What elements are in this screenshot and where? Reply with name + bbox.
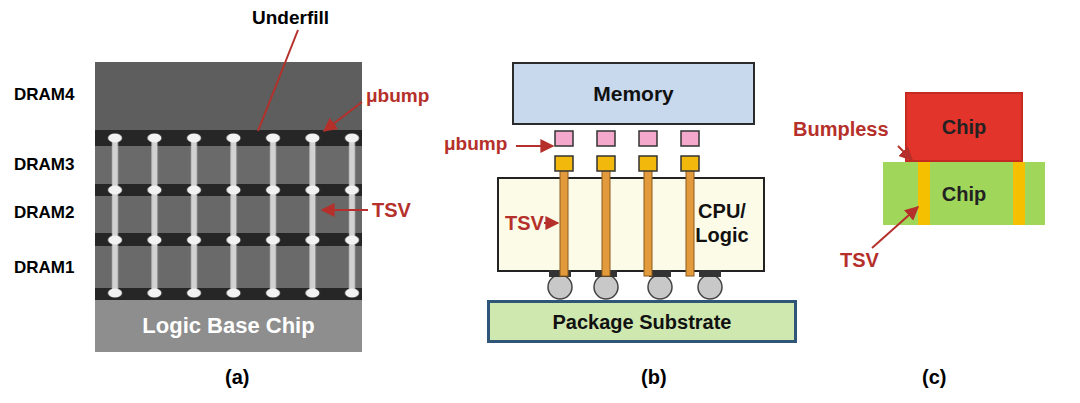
part-label: TSV [505,212,544,234]
node-text: Chip [942,182,986,206]
node-text: Chip [942,115,986,139]
leader-arrow [898,146,912,160]
base-chip-band: Logic Base Chip [95,300,362,352]
node-text: CPU/ Logic [687,199,757,247]
solder-ball [698,275,722,299]
layer-label: DRAM2 [14,204,74,223]
package-substrate: Package Substrate [487,300,797,343]
part-label: Bumpless [793,118,889,140]
tsv-bar [644,168,652,276]
layer-label: DRAM3 [14,156,74,175]
bond-pad [649,270,671,277]
memory-die: Memory [512,62,755,125]
part-label: TSV [840,249,879,271]
leader-arrow [322,209,368,211]
microbump-pad [597,131,615,146]
leader-arrow [516,145,553,147]
solder-ball [548,275,572,299]
sem-image-background [95,62,362,352]
part-label: Underfill [252,8,329,29]
microbump-pad [681,156,699,171]
leader-line [258,30,298,131]
tsv-bar [686,168,694,276]
leader-arrow [872,207,918,248]
part-label: TSV [372,199,411,221]
leader-arrow [324,102,362,131]
top-chip: Chip [905,92,1023,162]
microbump-pad [555,131,573,146]
tsv-bar [602,168,610,276]
node-text: Package Substrate [553,310,732,334]
microbump-pad [639,156,657,171]
tsv-bar [918,162,930,225]
solder-ball [648,275,672,299]
panel-caption: (a) [225,366,249,388]
microbump-pad [555,156,573,171]
part-label: μbump [444,134,507,155]
solder-ball [594,275,618,299]
tsv-bar [1013,162,1025,225]
layer-label: DRAM1 [14,259,74,278]
microbump-pad [681,131,699,146]
bottom-chip: Chip [883,162,1045,225]
leader-arrow [544,222,558,224]
panel-caption: (c) [922,366,946,388]
node-text: Logic Base Chip [142,313,314,339]
microbump-pad [597,156,615,171]
layer-label: DRAM4 [14,86,74,105]
microbump-pad [639,131,657,146]
tsv-array [95,62,362,302]
panel-caption: (b) [641,366,667,388]
bond-pad [699,270,721,277]
bond-pad [595,270,617,277]
tsv-bar [560,168,568,276]
part-label: μbump [366,86,429,107]
bond-pad [549,270,571,277]
node-text: Memory [593,81,674,106]
